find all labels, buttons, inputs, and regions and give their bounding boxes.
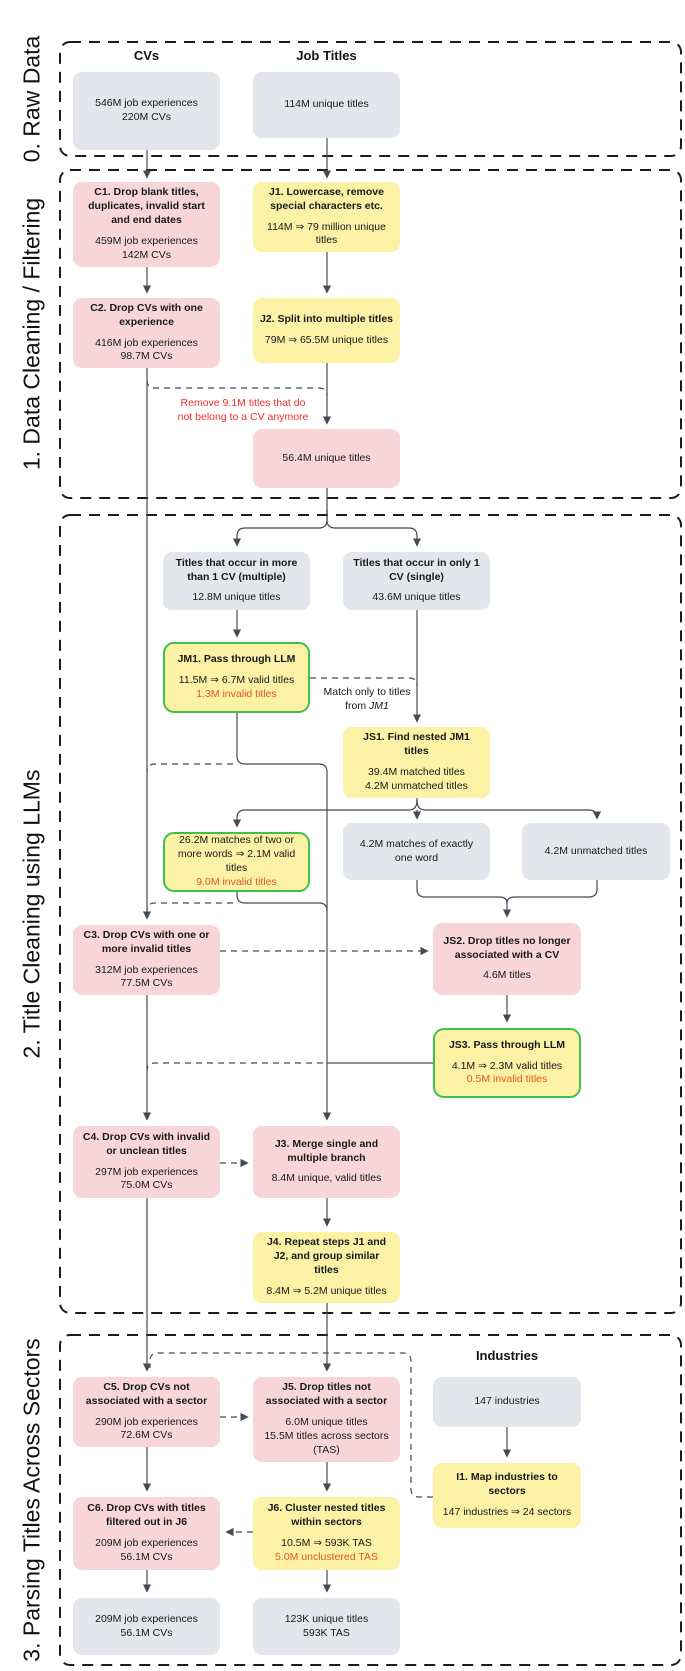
node-invalid-count: 0.5M invalid titles [466, 1073, 548, 1086]
node-body: 114M unique titles [284, 98, 369, 111]
node-unclustered-count: 5.0M unclustered TAS [275, 1550, 378, 1563]
node-title: J2. Split into multiple titles [260, 313, 394, 326]
node-body: 290M job experiences 72.6M CVs [95, 1415, 198, 1442]
node-body: 12.8M unique titles [192, 591, 281, 604]
node-body: 8.4M unique, valid titles [271, 1172, 382, 1185]
node-147-industries: 147 industries [433, 1377, 581, 1427]
node-title: I1. Map industries to sectors [456, 1471, 558, 1498]
section-border-sectors [59, 1334, 682, 1666]
section-borders [59, 41, 682, 1666]
node-title: J5. Drop titles not associated with a se… [265, 1381, 388, 1408]
node-title: JM1. Pass through LLM [177, 653, 296, 666]
node-c6: C6. Drop CVs with titles filtered out in… [73, 1497, 220, 1570]
node-jm1: JM1. Pass through LLM 11.5M ⇒ 6.7M valid… [163, 642, 310, 713]
node-title: C1. Drop blank titles, duplicates, inval… [88, 186, 205, 227]
node-body: 10.5M ⇒ 593K TAS [281, 1537, 372, 1549]
node-c1: C1. Drop blank titles, duplicates, inval… [73, 182, 220, 267]
section-border-cleaning [59, 169, 682, 499]
node-body: 312M job experiences 77.5M CVs [95, 963, 198, 990]
node-j2: J2. Split into multiple titles 79M ⇒ 65.… [253, 298, 400, 363]
node-title: J4. Repeat steps J1 and J2, and group si… [266, 1236, 387, 1276]
node-j1: J1. Lowercase, remove special characters… [253, 182, 400, 252]
node-body: 147 industries [474, 1395, 540, 1408]
node-invalid-count: 1.3M invalid titles [196, 687, 277, 700]
node-title: C3. Drop CVs with one or more invalid ti… [83, 928, 210, 955]
node-body: 114M ⇒ 79 million unique titles [267, 220, 386, 247]
node-single-titles: Titles that occur in only 1 CV (single) … [343, 552, 490, 610]
node-body: 209M job experiences 56.1M CVs [95, 1612, 198, 1639]
node-body: 209M job experiences 56.1M CVs [95, 1537, 198, 1563]
node-body: 4.6M titles [483, 969, 531, 982]
node-final-titles: 123K unique titles 593K TAS [253, 1598, 400, 1655]
node-26m-matches: 26.2M matches of two or more words ⇒ 2.1… [163, 832, 310, 892]
node-body: 123K unique titles 593K TAS [284, 1612, 369, 1639]
node-one-word-matches: 4.2M matches of exactly one word [343, 823, 490, 880]
node-body: 546M job experiences 220M CVs [95, 97, 198, 123]
node-title: C6. Drop CVs with titles filtered out in… [87, 1502, 206, 1529]
node-raw-job-titles: 114M unique titles [253, 72, 400, 138]
dashed-connectors [146, 379, 433, 1537]
node-title: J1. Lowercase, remove special characters… [269, 185, 384, 212]
node-56m-titles: 56.4M unique titles [253, 429, 400, 488]
annotation-line2: from [345, 700, 370, 713]
node-j5: J5. Drop titles not associated with a se… [253, 1377, 400, 1462]
node-body: 459M job experiences 142M CVs [95, 234, 198, 261]
section-border-llm [59, 514, 682, 1314]
annotation-remove-titles: Remove 9.1M titles that do not belong to… [177, 397, 309, 424]
node-multiple-titles: Titles that occur in more than 1 CV (mul… [163, 552, 310, 610]
node-body: 416M job experiences 98.7M CVs [95, 336, 198, 363]
node-body: 4.2M unmatched titles [544, 844, 648, 857]
node-body: 4.2M matches of exactly one word [359, 837, 474, 864]
node-final-cvs: 209M job experiences 56.1M CVs [73, 1598, 220, 1655]
annotation-jm1-ref: JM1 [369, 700, 389, 713]
node-raw-cvs: 546M job experiences 220M CVs [73, 72, 220, 150]
node-title: JS3. Pass through LLM [448, 1038, 566, 1051]
node-body: 11.5M ⇒ 6.7M valid titles [178, 674, 295, 687]
node-body: 147 industries ⇒ 24 sectors [442, 1505, 572, 1518]
node-body: 79M ⇒ 65.5M unique titles [264, 334, 389, 346]
node-unmatched-titles: 4.2M unmatched titles [522, 823, 670, 880]
solid-connectors [142, 138, 602, 1593]
node-js1: JS1. Find nested JM1 titles 39.4M matche… [343, 727, 490, 798]
section-label-cleaning: 1. Data Cleaning / Filtering [18, 197, 45, 471]
node-js3: JS3. Pass through LLM 4.1M ⇒ 2.3M valid … [433, 1028, 581, 1098]
node-title: C5. Drop CVs not associated with a secto… [85, 1380, 208, 1407]
annotation-line1: Match only to titles [323, 686, 411, 698]
section-label-llm: 2. Title Cleaning using LLMs [18, 769, 45, 1059]
node-c4: C4. Drop CVs with invalid or unclean tit… [73, 1126, 220, 1198]
node-title: J6. Cluster nested titles within sectors [267, 1502, 386, 1529]
node-title: Titles that occur in more than 1 CV (mul… [175, 556, 298, 583]
node-title: J3. Merge single and multiple branch [274, 1137, 379, 1164]
node-body: 4.1M ⇒ 2.3M valid titles [451, 1059, 563, 1072]
node-c5: C5. Drop CVs not associated with a secto… [73, 1377, 220, 1447]
node-title: Titles that occur in only 1 CV (single) [353, 556, 480, 583]
node-c3: C3. Drop CVs with one or more invalid ti… [73, 925, 220, 995]
node-j4: J4. Repeat steps J1 and J2, and group si… [253, 1232, 400, 1303]
node-title: C2. Drop CVs with one experience [90, 301, 203, 328]
section-border-raw-data [59, 41, 682, 157]
column-header-industries: Industries [475, 1348, 539, 1363]
node-j3: J3. Merge single and multiple branch 8.4… [253, 1126, 400, 1198]
section-label-sectors: 3. Parsing Titles Across Sectors [18, 1338, 45, 1662]
node-invalid-count: 9.0M invalid titles [196, 875, 277, 888]
node-body: 297M job experiences 75.0M CVs [95, 1165, 198, 1192]
node-c2: C2. Drop CVs with one experience 416M jo… [73, 298, 220, 368]
node-body: 39.4M matched titles 4.2M unmatched titl… [365, 766, 468, 792]
node-js2: JS2. Drop titles no longer associated wi… [433, 923, 581, 995]
section-label-raw-data: 0. Raw Data [18, 35, 45, 163]
column-header-job-titles: Job Titles [296, 48, 357, 63]
node-body: 6.0M unique titles 15.5M titles across s… [264, 1416, 389, 1456]
node-body: 43.6M unique titles [372, 591, 461, 604]
node-body: 56.4M unique titles [282, 451, 371, 464]
node-i1: I1. Map industries to sectors 147 indust… [433, 1463, 581, 1528]
node-body: 26.2M matches of two or more words ⇒ 2.1… [177, 834, 296, 874]
column-header-cvs: CVs [133, 48, 160, 63]
node-j6: J6. Cluster nested titles within sectors… [253, 1497, 400, 1570]
node-body: 8.4M ⇒ 5.2M unique titles [266, 1284, 387, 1297]
node-title: C4. Drop CVs with invalid or unclean tit… [82, 1130, 211, 1157]
annotation-match-only: Match only to titles from JM1 [307, 685, 427, 713]
node-title: JS2. Drop titles no longer associated wi… [443, 934, 571, 961]
node-title: JS1. Find nested JM1 titles [363, 731, 470, 758]
